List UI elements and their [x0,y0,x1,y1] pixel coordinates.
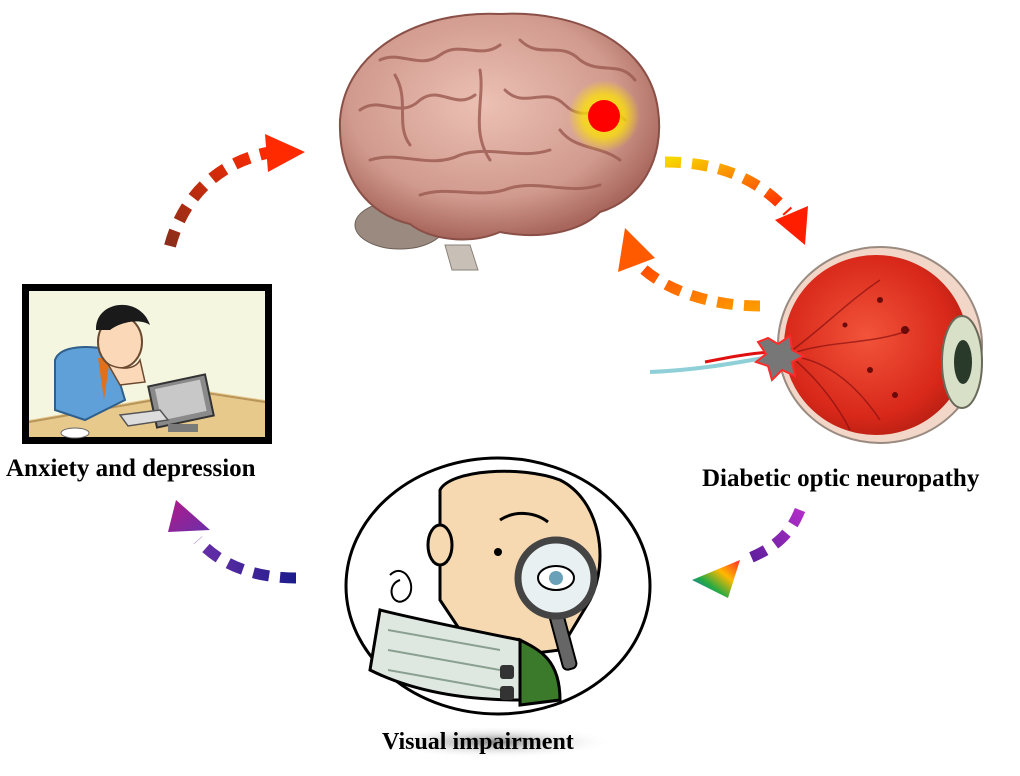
magnifier-reader-icon [344,456,652,758]
arrow-anxiety-to-brain [164,134,305,248]
lesion-marker [588,100,620,132]
arrow-visual-to-anxiety [168,500,297,584]
person-at-computer-icon [22,284,272,444]
eyeball-icon [649,246,983,444]
arrow-brain-to-eye [664,156,808,245]
optic-nerve-lesion-icon [753,334,807,382]
label-shadow [374,726,614,758]
label-visual-impairment: Visual impairment [382,729,574,755]
brain-icon [338,12,661,271]
label-anxiety-and-depression: Anxiety and depression [6,455,256,482]
label-diabetic-optic-neuropathy: Diabetic optic neuropathy [702,465,980,492]
arrow-eye-to-brain [618,228,761,312]
arrow-eye-to-visual [692,507,806,598]
